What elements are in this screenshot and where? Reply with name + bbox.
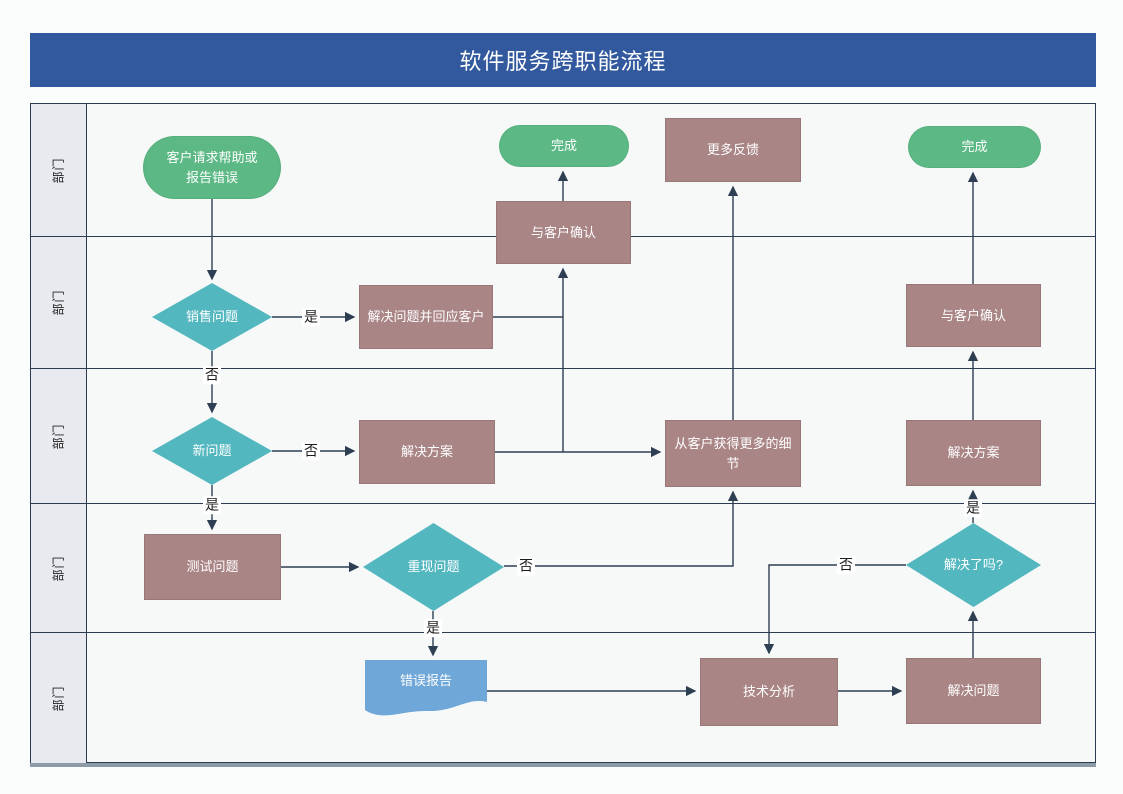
node-sales-issue-label: 销售问题 <box>185 309 238 325</box>
lane-3: 部门 <box>31 369 1095 504</box>
node-confirm-right[interactable]: 与客户确认 <box>906 284 1041 347</box>
node-tech-analysis[interactable]: 技术分析 <box>700 658 838 726</box>
node-tech-analysis-label: 技术分析 <box>742 684 795 700</box>
node-confirm-right-label: 与客户确认 <box>940 307 1006 323</box>
document-shape <box>365 660 487 716</box>
edge-label-reproduce-yes: 是 <box>424 619 442 637</box>
node-confirm-top-label: 与客户确认 <box>530 224 596 240</box>
node-resolve-issue-label: 解决问题 <box>947 683 1000 699</box>
lane-4-header[interactable]: 部门 <box>31 504 87 632</box>
title-banner: 软件服务跨职能流程 <box>30 33 1096 87</box>
node-solution-left[interactable]: 解决方案 <box>359 420 495 484</box>
node-done-right[interactable]: 完成 <box>908 126 1041 168</box>
node-test-issue[interactable]: 测试问题 <box>144 534 281 600</box>
node-solved-question-label: 解决了吗? <box>943 557 1004 573</box>
node-test-issue-label: 测试问题 <box>186 559 239 575</box>
node-get-details[interactable]: 从客户获得更多的细节 <box>665 420 801 487</box>
edge-label-new-no: 否 <box>302 442 320 460</box>
swimlane-diagram: 部门 部门 部门 部门 部门 <box>30 103 1096 764</box>
node-start[interactable]: 客户请求帮助或报告错误 <box>143 136 281 199</box>
node-more-feedback[interactable]: 更多反馈 <box>665 118 801 182</box>
lane-2-header[interactable]: 部门 <box>31 237 87 368</box>
node-done-left[interactable]: 完成 <box>499 125 629 167</box>
node-start-label: 客户请求帮助或报告错误 <box>166 150 258 185</box>
node-resolve-issue[interactable]: 解决问题 <box>906 658 1041 724</box>
node-new-issue-label: 新问题 <box>192 443 232 459</box>
edge-label-solved-yes: 是 <box>964 499 982 517</box>
node-solution-right-label: 解决方案 <box>947 445 1000 461</box>
node-resolve-respond[interactable]: 解决问题并回应客户 <box>359 285 493 349</box>
node-done-left-label: 完成 <box>550 138 577 154</box>
edge-solved-no <box>763 564 906 655</box>
lane-1-header[interactable]: 部门 <box>31 104 87 236</box>
diagram-bottom-shadow <box>30 763 1096 767</box>
edge-label-new-yes: 是 <box>203 496 221 514</box>
lane-3-header[interactable]: 部门 <box>31 369 87 503</box>
edge-label-sales-yes: 是 <box>302 308 320 326</box>
node-more-feedback-label: 更多反馈 <box>706 142 759 158</box>
node-done-right-label: 完成 <box>961 139 988 155</box>
node-resolve-respond-label: 解决问题并回应客户 <box>367 309 485 325</box>
page-title: 软件服务跨职能流程 <box>459 49 667 74</box>
node-bug-report-label: 错误报告 <box>399 673 452 688</box>
node-solution-right[interactable]: 解决方案 <box>906 420 1041 486</box>
node-solution-left-label: 解决方案 <box>400 444 453 460</box>
lane-4: 部门 <box>31 504 1095 633</box>
node-confirm-top[interactable]: 与客户确认 <box>496 201 631 264</box>
lane-5-header[interactable]: 部门 <box>31 633 87 763</box>
edge-label-reproduce-no: 否 <box>517 557 535 575</box>
edge-reproduce-no <box>504 490 739 567</box>
edge-label-sales-no: 否 <box>203 366 221 384</box>
edge-label-solved-no: 否 <box>837 556 855 574</box>
node-bug-report[interactable]: 错误报告 <box>365 660 487 722</box>
connectors-layer <box>206 170 979 697</box>
node-reproduce-issue-label: 重现问题 <box>407 559 460 575</box>
node-get-details-label: 从客户获得更多的细节 <box>674 436 792 471</box>
